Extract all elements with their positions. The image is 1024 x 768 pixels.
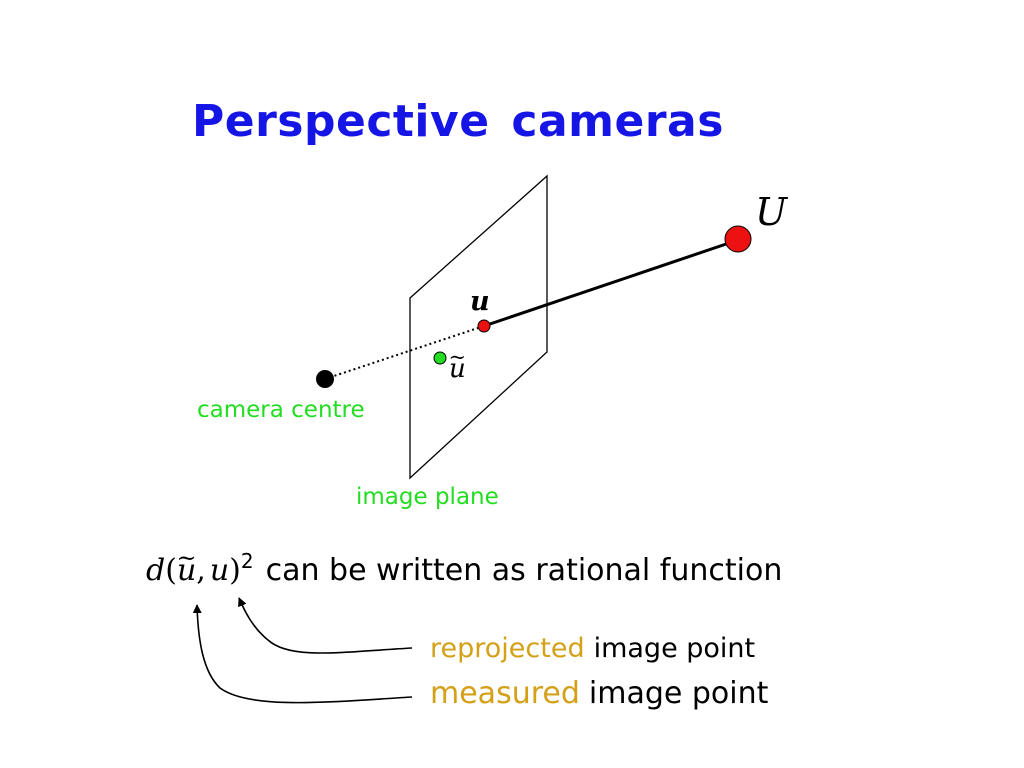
reprojected-arrow [238,597,413,654]
measured-point-label: ~u [448,345,467,384]
world-point-label: U [755,190,788,234]
distance-formula: d(~u,u)2 can be written as rational funct… [146,543,783,588]
reprojected-point-label: u [470,286,490,317]
reprojected-highlight: reprojected [430,633,585,664]
projection-ray-solid [483,238,739,328]
image-plane-label: image plane [356,484,499,510]
measured-point-letter: u [449,354,466,384]
formula-close-paren: ) [229,553,241,588]
formula-measured-letter: u [176,553,197,588]
slide-title: Perspective cameras [192,96,724,147]
camera-centre-label: camera centre [197,397,365,423]
image-plane [409,174,548,480]
formula-d: d [146,553,166,588]
formula-description: can be written as rational function [265,553,783,588]
reprojected-rest: image point [593,633,756,664]
world-point [724,225,752,253]
formula-measured-arg: ~u [176,543,197,588]
reprojected-point [477,319,491,333]
formula-comma: , [196,553,206,588]
camera-centre-point [316,370,334,388]
measured-arrow [192,604,413,704]
formula-reprojected-arg: u [209,553,230,588]
measured-point [433,351,447,365]
measured-highlight: measured [430,676,580,711]
formula-exponent: 2 [240,549,254,573]
reprojected-annotation: reprojected image point [430,635,755,662]
measured-rest: image point [588,676,769,711]
formula-open-paren: ( [165,553,177,588]
